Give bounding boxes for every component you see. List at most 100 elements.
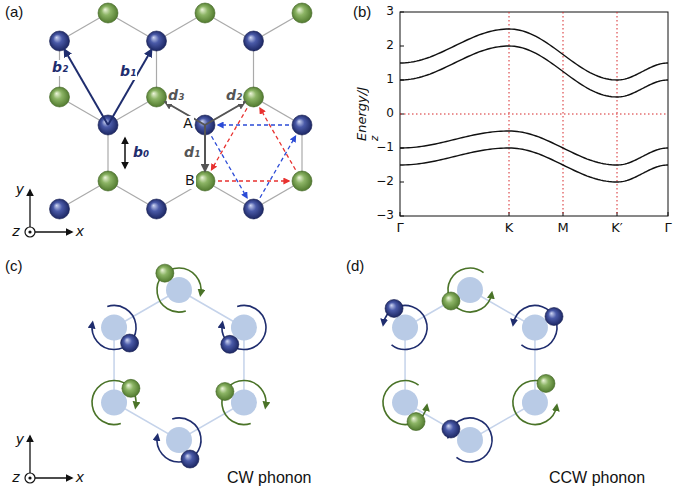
- hopping-arrow: [260, 108, 296, 169]
- moving-atom: [121, 334, 139, 352]
- equilibrium-site: [231, 390, 257, 416]
- lattice-vector: [65, 50, 109, 125]
- moving-atom: [545, 308, 563, 326]
- tick-mark: [668, 212, 669, 216]
- moving-atom: [442, 420, 460, 438]
- a-atom: [50, 31, 70, 51]
- equilibrium-site: [457, 427, 483, 453]
- z-axis-dot: [28, 476, 31, 479]
- k-point-label: K′: [610, 221, 623, 235]
- b-atom: [244, 87, 264, 107]
- a-atom: [244, 199, 264, 219]
- b-atom: [147, 87, 167, 107]
- axis-title: Energy/J: [355, 87, 369, 141]
- band-curve: [400, 46, 668, 97]
- k-point-label: M: [556, 221, 569, 235]
- hopping-arrow: [260, 136, 296, 197]
- k-point-label: Γ: [395, 221, 404, 235]
- k-point-label: Γ: [663, 221, 672, 235]
- tick-label: 3: [385, 5, 395, 18]
- a-atom: [244, 31, 264, 51]
- plot-frame: [400, 12, 668, 216]
- distance-arrow: [124, 138, 126, 168]
- b-atom: [98, 3, 118, 23]
- a-atom: [147, 199, 167, 219]
- moving-atom: [407, 413, 425, 431]
- bond-vector: [205, 102, 245, 125]
- lattice-vector: [108, 50, 152, 125]
- moving-atom: [537, 374, 555, 392]
- equilibrium-site: [392, 315, 418, 341]
- vector-label: b₁: [119, 64, 137, 79]
- tick-label: 1: [385, 73, 395, 86]
- tick-mark: [400, 212, 401, 216]
- tick-label: 0: [385, 107, 395, 120]
- equilibrium-site: [392, 390, 418, 416]
- panel-label: (d): [345, 258, 365, 275]
- vector-label: b₀: [132, 145, 150, 160]
- axis-arrow: [30, 477, 72, 478]
- guide-line: [563, 12, 564, 216]
- panel-label: (a): [4, 4, 24, 21]
- equilibrium-site: [522, 390, 548, 416]
- tick-label: 2: [385, 39, 395, 52]
- vector-label: d₃: [167, 88, 185, 103]
- moving-atom: [221, 335, 239, 353]
- tick-label: −1: [375, 141, 395, 154]
- tick-label: −3: [375, 209, 395, 222]
- panel-label: (c): [4, 258, 24, 275]
- phonon-label: CCW phonon: [548, 469, 646, 487]
- hopping-arrow: [212, 136, 248, 197]
- moving-atom: [216, 383, 234, 401]
- axis-title: z: [370, 87, 381, 141]
- b-atom: [98, 171, 118, 191]
- tick-mark: [400, 12, 404, 13]
- axis-arrow: [29, 190, 30, 232]
- axis-arrow: [30, 231, 72, 232]
- axis-label: x: [75, 224, 85, 239]
- vector-label: d₂: [225, 88, 243, 103]
- tick-label: −2: [375, 175, 395, 188]
- panel-label: (b): [352, 4, 372, 21]
- k-point-label: K: [504, 221, 515, 235]
- tick-mark: [400, 46, 404, 47]
- b-atom: [195, 171, 215, 191]
- axis-label: y: [15, 432, 25, 447]
- bond-vector: [204, 125, 206, 171]
- moving-atom: [385, 299, 403, 317]
- phonon-label: CW phonon: [226, 469, 313, 487]
- axis-title: Energy/Jz: [355, 87, 380, 141]
- axis-label: x: [75, 470, 85, 485]
- atom-label: A: [182, 116, 193, 131]
- axis-label: y: [15, 182, 25, 197]
- b-atom: [50, 87, 70, 107]
- hopping-arrow: [218, 124, 289, 125]
- tick-mark: [400, 182, 404, 183]
- tick-mark: [400, 216, 404, 217]
- moving-atom: [156, 264, 174, 282]
- b-atom: [292, 171, 312, 191]
- moving-atom: [181, 450, 199, 468]
- a-atom: [292, 115, 312, 135]
- z-axis-dot: [28, 230, 31, 233]
- band-curve: [400, 29, 668, 80]
- atom-label: B: [184, 173, 195, 188]
- z-axis-symbol: [25, 473, 35, 483]
- a-atom: [50, 199, 70, 219]
- moving-atom: [442, 292, 460, 310]
- vector-label: b₂: [51, 60, 69, 75]
- z-axis-symbol: [25, 227, 35, 237]
- band-plot: [400, 12, 668, 216]
- axis-label: z: [11, 470, 20, 485]
- axis-label: z: [11, 224, 20, 239]
- phonon-panel: [25, 264, 563, 483]
- lattice-panel: [25, 3, 312, 237]
- equilibrium-site: [457, 277, 483, 303]
- band-curve: [400, 148, 668, 182]
- vector-label: d₁: [183, 145, 201, 160]
- hopping-arrow: [218, 180, 289, 181]
- axis-arrow: [29, 436, 30, 478]
- b-atom: [292, 3, 312, 23]
- a-atom: [147, 31, 167, 51]
